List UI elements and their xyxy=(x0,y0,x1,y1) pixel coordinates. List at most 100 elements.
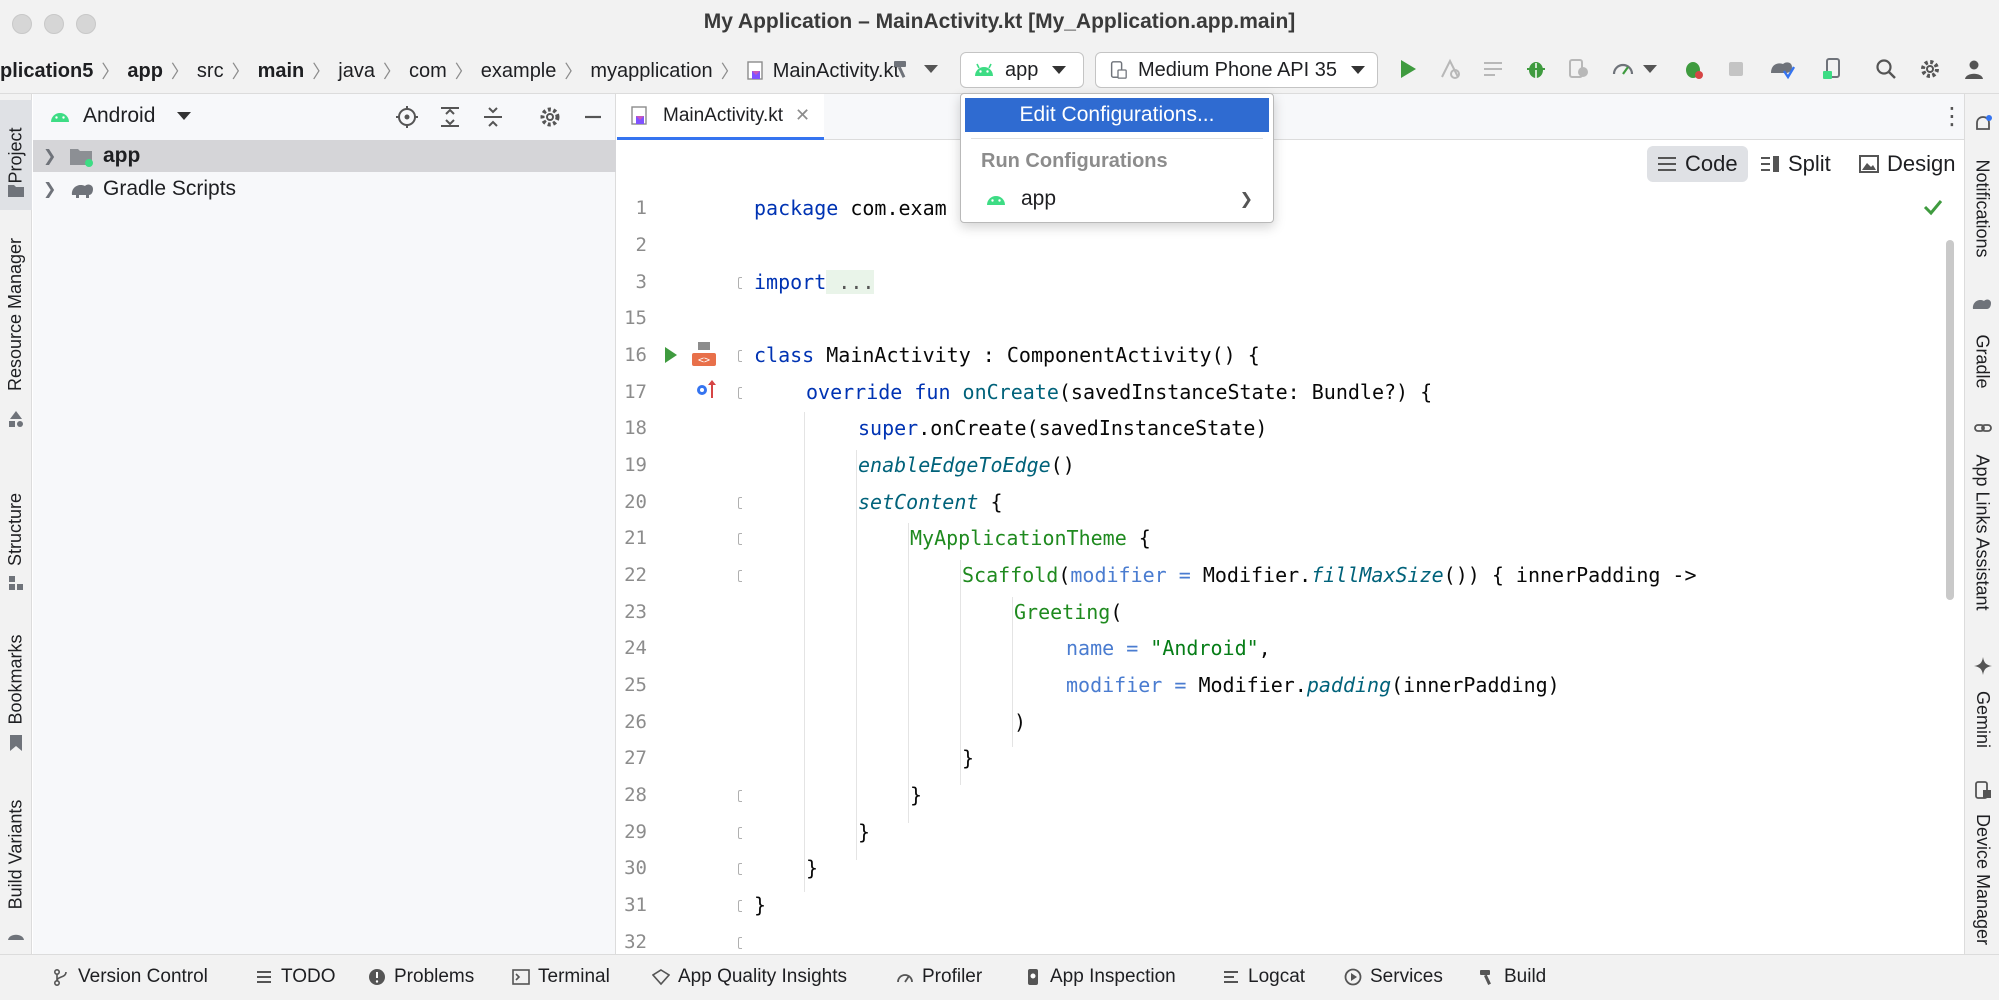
edit-configurations-item[interactable]: Edit Configurations... xyxy=(965,98,1269,132)
breadcrumb-project[interactable]: plication5 xyxy=(0,59,94,82)
breadcrumb: plication5〉 app〉 src〉 main〉 java〉 com〉 e… xyxy=(0,59,900,83)
line-number: 2 xyxy=(635,234,647,256)
apply-code-changes-button[interactable] xyxy=(1477,53,1509,85)
hammer-icon xyxy=(894,61,906,78)
bug-icon xyxy=(1527,62,1545,78)
main-toolbar: plication5〉 app〉 src〉 main〉 java〉 com〉 e… xyxy=(0,44,1999,94)
breadcrumb-example[interactable]: example xyxy=(480,59,557,82)
zoom-window-button[interactable] xyxy=(76,14,96,34)
close-window-button[interactable] xyxy=(12,14,32,34)
build-hammer-button[interactable] xyxy=(886,53,942,85)
tool-tab-device-manager[interactable]: Device Manager xyxy=(1973,813,1993,945)
tree-item-gradle-scripts[interactable]: ❯ Gradle Scripts xyxy=(33,173,616,205)
tool-problems[interactable]: Problems xyxy=(368,966,474,988)
chevron-down-icon xyxy=(1351,66,1365,74)
check-icon[interactable] xyxy=(1922,196,1944,218)
breadcrumb-app[interactable]: app xyxy=(127,59,163,82)
code-line-17: override fun onCreate(savedInstanceState… xyxy=(806,380,1433,404)
tool-tab-app-links-assistant[interactable]: App Links Assistant xyxy=(1973,453,1993,611)
tool-terminal[interactable]: Terminal xyxy=(512,966,610,988)
device-mirror-button[interactable] xyxy=(1815,53,1851,85)
tool-logcat[interactable]: Logcat xyxy=(1222,966,1305,988)
link-icon xyxy=(1974,424,1992,432)
line-number: 1 xyxy=(635,197,647,219)
device-selector[interactable]: Medium Phone API 35 xyxy=(1095,52,1378,88)
breadcrumb-main[interactable]: main xyxy=(257,59,305,82)
log-lines-icon xyxy=(1224,971,1238,983)
collapse-all-icon[interactable] xyxy=(481,105,505,129)
run-config-selector[interactable]: app xyxy=(960,52,1084,88)
tool-todo[interactable]: TODO xyxy=(255,966,336,988)
restart-debug-button[interactable] xyxy=(1677,53,1709,85)
line-number: 23 xyxy=(624,601,647,623)
resource-shapes-icon xyxy=(9,411,23,427)
tool-profiler[interactable]: Profiler xyxy=(896,966,982,988)
indent-guide xyxy=(856,450,857,860)
minimize-window-button[interactable] xyxy=(44,14,64,34)
apply-changes-button[interactable] xyxy=(1434,53,1466,85)
tree-item-label: Gradle Scripts xyxy=(103,177,237,200)
breadcrumb-java[interactable]: java xyxy=(338,59,375,82)
attach-debugger-button[interactable] xyxy=(1563,53,1595,85)
branch-icon xyxy=(53,968,67,986)
tool-app-inspection[interactable]: App Inspection xyxy=(1024,966,1176,988)
breadcrumb-file[interactable]: MainActivity.kt xyxy=(772,59,900,82)
tool-app-quality-insights[interactable]: App Quality Insights xyxy=(652,966,847,988)
tool-tab-notifications[interactable]: Notifications xyxy=(1973,158,1994,258)
profile-button[interactable] xyxy=(1606,53,1662,85)
code-editor[interactable]: package com.exam import ... class MainAc… xyxy=(742,190,1944,954)
breadcrumb-com[interactable]: com xyxy=(408,59,447,82)
tree-item-app[interactable]: ❯ app xyxy=(33,140,616,172)
gear-icon[interactable] xyxy=(538,105,562,129)
tool-version-control[interactable]: Version Control xyxy=(52,966,208,988)
view-code-button[interactable]: Code xyxy=(1647,146,1748,182)
tool-build[interactable]: Build xyxy=(1478,966,1546,988)
locate-target-icon[interactable] xyxy=(395,105,419,129)
editor-scrollbar[interactable] xyxy=(1946,240,1954,600)
code-line-31: } xyxy=(754,893,767,917)
tool-tab-gemini[interactable]: Gemini xyxy=(1973,690,1994,748)
stop-button[interactable] xyxy=(1720,53,1752,85)
hammer-icon xyxy=(1480,970,1491,985)
tool-tab-build-variants[interactable]: Build Variants xyxy=(5,799,26,909)
hide-panel-icon[interactable] xyxy=(581,105,605,129)
expand-all-icon[interactable] xyxy=(438,105,462,129)
editor-tab-mainactivity[interactable]: MainActivity.kt ✕ xyxy=(617,94,825,140)
account-button[interactable] xyxy=(1958,53,1990,85)
tool-tab-bookmarks[interactable]: Bookmarks xyxy=(5,633,26,725)
close-icon[interactable]: ✕ xyxy=(795,105,811,125)
code-line-27: } xyxy=(962,746,975,770)
tool-tab-resource-manager[interactable]: Resource Manager xyxy=(5,237,26,391)
title-bar: My Application – MainActivity.kt [My_App… xyxy=(0,0,1999,44)
view-split-button[interactable]: Split xyxy=(1750,146,1841,182)
view-design-button[interactable]: Design xyxy=(1849,146,1965,182)
gear-icon xyxy=(1921,60,1939,78)
code-line-29: } xyxy=(858,820,871,844)
breadcrumb-src[interactable]: src xyxy=(196,59,224,82)
project-view-selector[interactable]: Android xyxy=(83,104,192,128)
gradle-elephant-icon xyxy=(1972,299,1991,309)
preview-layout-icon[interactable]: <> xyxy=(690,340,718,368)
override-method-icon[interactable] xyxy=(695,378,717,400)
tool-services[interactable]: Services xyxy=(1344,966,1443,988)
line-number: 21 xyxy=(624,527,647,549)
folded-imports[interactable]: ... xyxy=(826,270,875,294)
debug-button[interactable] xyxy=(1520,53,1552,85)
more-options-icon[interactable]: ⋮ xyxy=(1940,103,1964,130)
chevron-right-icon: ❯ xyxy=(1239,191,1253,208)
settings-button[interactable] xyxy=(1914,53,1946,85)
phone-device-icon xyxy=(1110,61,1127,79)
run-config-item-app[interactable]: app ❯ xyxy=(965,182,1269,216)
run-button[interactable] xyxy=(1392,53,1424,85)
search-button[interactable] xyxy=(1870,53,1902,85)
tool-tab-structure[interactable]: Structure xyxy=(5,492,26,566)
tool-tab-gradle[interactable]: Gradle xyxy=(1973,333,1993,389)
line-number: 20 xyxy=(624,491,647,513)
line-number: 18 xyxy=(624,417,647,439)
chevron-down-icon xyxy=(177,112,192,120)
run-gutter-icon[interactable] xyxy=(663,345,679,365)
breadcrumb-myapplication[interactable]: myapplication xyxy=(590,59,713,82)
sync-gradle-button[interactable] xyxy=(1762,53,1802,85)
run-play-icon xyxy=(1401,60,1416,78)
indent-guide xyxy=(804,412,805,892)
